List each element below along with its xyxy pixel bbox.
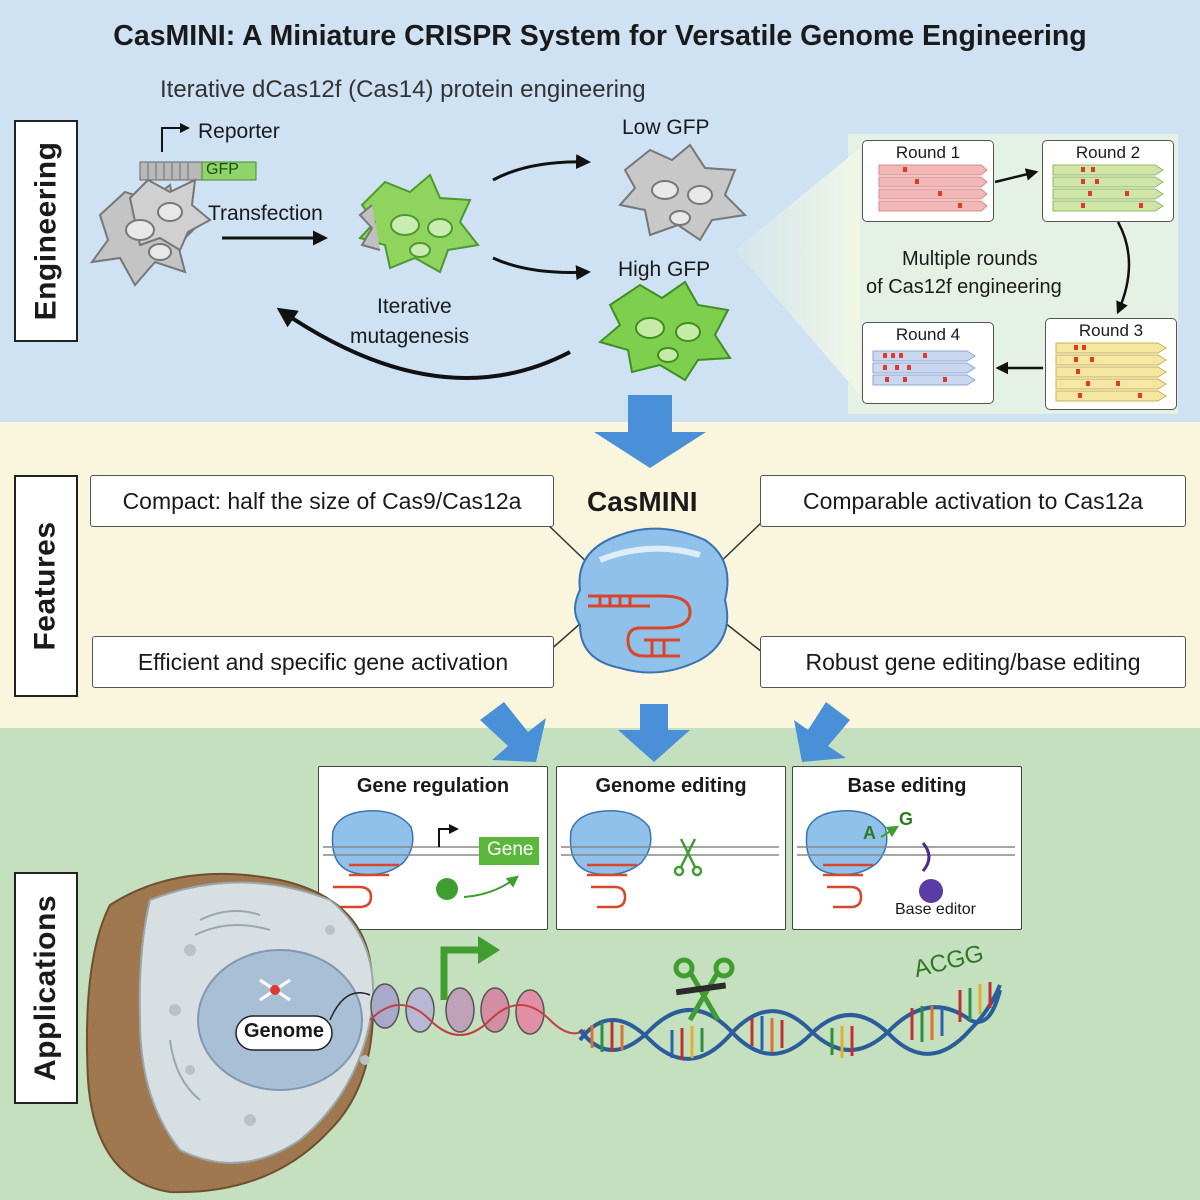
guide-rna-icon xyxy=(588,594,692,658)
gene-label: Gene xyxy=(487,839,534,860)
section-tab-applications: Applications xyxy=(14,872,78,1104)
down-right-arrow-icon xyxy=(794,702,850,762)
mutagenesis-label: mutagenesis xyxy=(350,325,470,348)
feature-comparable-activation: Comparable activation to Cas12a xyxy=(760,475,1186,527)
untransfected-cells-icon xyxy=(89,178,212,287)
feature-efficient-activation: Efficient and specific gene activation xyxy=(92,636,554,688)
round-card-1: Round 1 xyxy=(862,140,994,222)
dna-helix-icon xyxy=(578,982,1002,1061)
base-editing-panel: Base editing A G Base editor xyxy=(792,766,1022,930)
transfection-label: Transfection xyxy=(208,202,323,225)
round-label-2: Round 2 xyxy=(1075,143,1141,162)
feature-robust-editing: Robust gene editing/base editing xyxy=(760,636,1186,688)
high-gfp-label: High GFP xyxy=(618,258,711,281)
section-tab-features: Features xyxy=(14,475,78,697)
iterative-label: Iterative xyxy=(377,295,452,318)
round-label-3: Round 3 xyxy=(1078,321,1144,340)
reporter-label: Reporter xyxy=(198,120,280,143)
genome-editing-icon xyxy=(561,810,779,909)
promoter-arrow-icon xyxy=(161,123,190,152)
down-arrow-icon xyxy=(594,395,706,468)
dna-scissors-icon xyxy=(673,957,735,1022)
round4-variants-icon xyxy=(872,350,976,386)
scissors-icon xyxy=(673,838,703,877)
casmini-protein-icon xyxy=(574,527,729,674)
from-base-label: A xyxy=(863,823,876,843)
genome-editing-title: Genome editing xyxy=(595,775,747,797)
multiple-rounds-label: Multiple rounds xyxy=(902,248,1038,270)
gene-regulation-title: Gene regulation xyxy=(356,775,510,797)
round2-variants-icon xyxy=(1052,164,1164,212)
gfp-tag-label: GFP xyxy=(206,161,239,178)
round1-variants-icon xyxy=(878,164,988,212)
round2-to-round3-arrow-icon xyxy=(1116,221,1131,315)
genome-editing-panel: Genome editing xyxy=(556,766,786,930)
gene-regulation-panel: Gene regulation Gene xyxy=(318,766,548,930)
section-tab-engineering: Engineering xyxy=(14,120,78,342)
grey-cell-fragment-icon xyxy=(358,204,381,251)
low-gfp-label: Low GFP xyxy=(622,116,710,139)
down-center-arrow-icon xyxy=(618,704,690,762)
nucleosomes-icon xyxy=(370,983,545,1035)
casmini-label: CasMINI xyxy=(587,486,698,517)
feature-compact: Compact: half the size of Cas9/Cas12a xyxy=(90,475,554,527)
activation-arrow-icon xyxy=(440,946,480,1000)
cas12f-engineering-label: of Cas12f engineering xyxy=(866,276,1062,298)
zoom-wedge xyxy=(735,148,860,395)
base-editing-icon xyxy=(797,810,1015,909)
round-card-2: Round 2 xyxy=(1042,140,1174,222)
round3-variants-icon xyxy=(1055,342,1167,402)
round-card-4: Round 4 xyxy=(862,322,994,404)
gene-regulation-icon xyxy=(323,810,539,909)
gfp-gene-block xyxy=(201,161,257,181)
transfected-cells-icon xyxy=(358,173,480,274)
iterative-mutagenesis-arrow-icon xyxy=(276,307,571,380)
round1-to-round2-arrow-icon xyxy=(994,168,1039,184)
round-label-4: Round 4 xyxy=(895,325,961,344)
base-editing-title: Base editing xyxy=(847,775,967,797)
high-gfp-cells-icon xyxy=(597,280,732,382)
figure-title: CasMINI: A Miniature CRISPR System for V… xyxy=(113,20,1087,52)
high-gfp-arrow-icon xyxy=(492,256,591,281)
to-base-label: G xyxy=(899,809,914,829)
low-gfp-arrow-icon xyxy=(492,154,591,182)
round-label-1: Round 1 xyxy=(895,143,961,162)
genome-label: Genome xyxy=(243,1020,325,1042)
round-card-3: Round 3 xyxy=(1045,318,1177,410)
low-gfp-cells-icon xyxy=(618,143,748,242)
base-editor-label: Base editor xyxy=(895,901,976,918)
down-left-arrow-icon xyxy=(480,702,546,762)
engineering-subtitle: Iterative dCas12f (Cas14) protein engine… xyxy=(160,76,646,103)
